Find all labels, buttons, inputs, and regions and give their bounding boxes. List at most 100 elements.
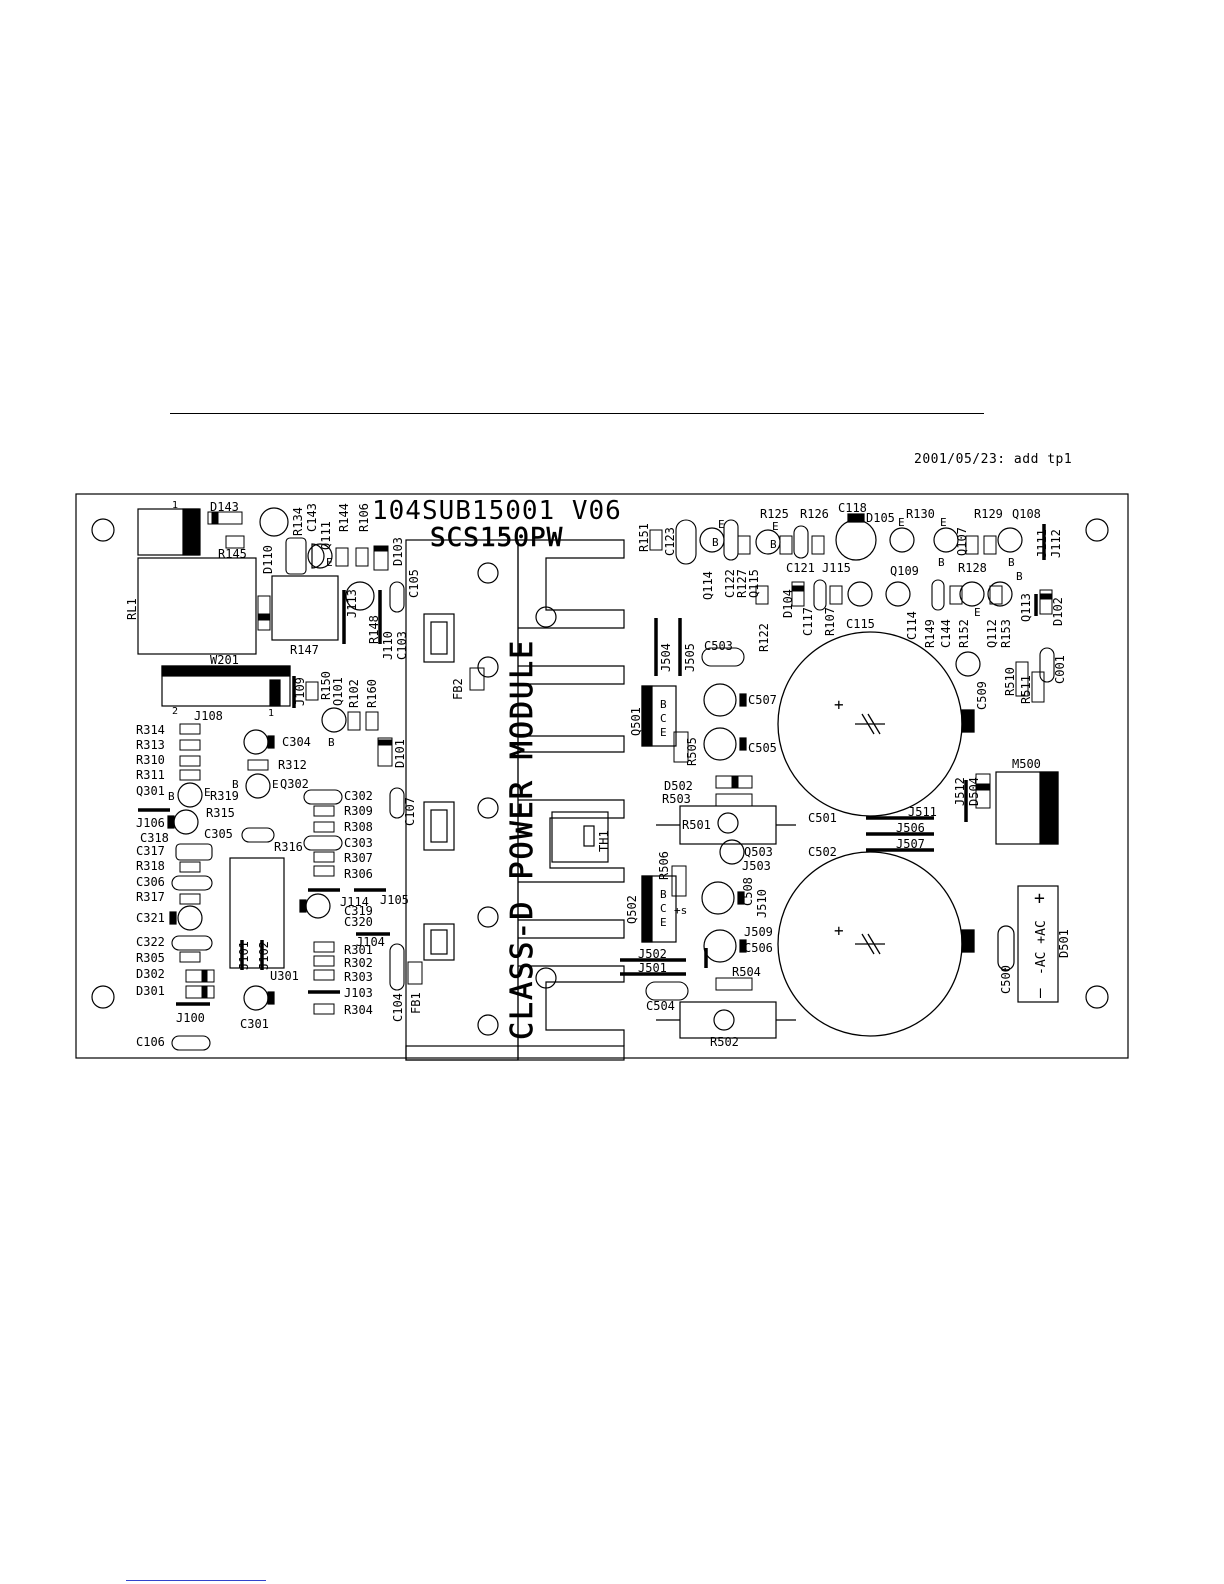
designator-c104: C104 [391, 993, 405, 1022]
svg-text:E: E [326, 556, 333, 569]
svg-text:B: B [938, 556, 945, 569]
designator-q301: Q301 [136, 784, 165, 798]
svg-text:E: E [898, 516, 905, 529]
svg-text:E: E [974, 606, 981, 619]
board-outline [75, 493, 1129, 1059]
svg-text:C: C [660, 902, 667, 915]
u301-ic [229, 857, 285, 969]
designator-r301: R301 [344, 943, 373, 957]
designator-c115: C115 [846, 617, 875, 631]
board-model: SCS150PW [430, 523, 563, 553]
designator-r510: R510 [1003, 667, 1017, 696]
designator-j113: J113 [345, 589, 359, 618]
power-module [405, 539, 625, 1061]
svg-text:B: B [328, 736, 335, 749]
designator-r504: R504 [732, 965, 761, 979]
designator-r308: R308 [344, 820, 373, 834]
designator-c117: C117 [801, 607, 815, 636]
designator-r303: R303 [344, 970, 373, 984]
designator-q502: Q502 [625, 895, 639, 924]
header-rule [170, 413, 984, 414]
svg-text:E: E [204, 786, 211, 799]
designator-r150: R150 [319, 671, 333, 700]
svg-text:+: + [834, 921, 844, 940]
board-part-number: 104SUB15001 V06 [372, 496, 622, 526]
designator-c304: C304 [282, 735, 311, 749]
designator-rl1: RL1 [125, 598, 139, 620]
designator-r122: R122 [757, 623, 771, 652]
designator-w201: W201 [210, 653, 239, 667]
designator-c001: C001 [1053, 655, 1067, 684]
designator-r312: R312 [278, 758, 307, 772]
designator-c504: C504 [646, 999, 675, 1013]
designator-j109: J109 [293, 677, 307, 706]
designator-c107: C107 [403, 797, 417, 826]
designator-j105: J105 [380, 893, 409, 907]
designator-r503: R503 [662, 792, 691, 806]
designator-r313: R313 [136, 738, 165, 752]
designator-r502: R502 [710, 1035, 739, 1049]
designator-r148: R148 [367, 615, 381, 644]
designator-q501: Q501 [629, 707, 643, 736]
designator-j510: J510 [755, 889, 769, 918]
designator-r127: R127 [735, 569, 749, 598]
designator-fb1: FB1 [409, 992, 423, 1014]
designator-c502: C502 [808, 845, 837, 859]
designator-j111: J111 [1035, 529, 1049, 558]
designator-r134: R134 [291, 507, 305, 536]
designator-c500: C500 [999, 965, 1013, 994]
designator-r145: R145 [218, 547, 247, 561]
designator-j507: J507 [896, 837, 925, 851]
designator-r160: R160 [365, 679, 379, 708]
designator-q112: Q112 [985, 619, 999, 648]
ac-input-label: -AC +AC [1034, 920, 1049, 975]
designator-j114: J114 [340, 895, 369, 909]
designator-j506: J506 [896, 821, 925, 835]
module-label: CLASS-D POWER MODULE [505, 639, 540, 1040]
svg-text:E: E [660, 916, 667, 929]
designator-j505: J505 [683, 643, 697, 672]
designator-q503: Q503 [744, 845, 773, 859]
designator-c122: C122 [723, 569, 737, 598]
designator-q101: Q101 [331, 677, 345, 706]
ac-minus: — [1030, 988, 1049, 998]
svg-text:B: B [232, 778, 239, 791]
designator-c103: C103 [395, 631, 409, 660]
bulk-capacitors [777, 631, 975, 1037]
revision-note: 2001/05/23: add tp1 [914, 452, 1073, 467]
designator-c118: C118 [838, 501, 867, 515]
svg-text:2: 2 [172, 706, 178, 717]
designator-d301: D301 [136, 984, 165, 998]
designator-q302: Q302 [280, 777, 309, 791]
designator-r307: R307 [344, 851, 373, 865]
designator-d302: D302 [136, 967, 165, 981]
designator-j511: J511 [908, 805, 937, 819]
designator-c143: C143 [305, 503, 319, 532]
designator-c301: C301 [240, 1017, 269, 1031]
svg-text:B: B [712, 536, 719, 549]
designator-fb2: FB2 [451, 678, 465, 700]
svg-text:E: E [272, 778, 279, 791]
designator-j110: J110 [381, 631, 395, 660]
designator-r302: R302 [344, 956, 373, 970]
designator-r315: R315 [206, 806, 235, 820]
designator-r311: R311 [136, 768, 165, 782]
designator-r153: R153 [999, 619, 1013, 648]
designator-c506: C506 [744, 941, 773, 955]
designator-r102: R102 [347, 679, 361, 708]
designator-r306: R306 [344, 867, 373, 881]
designator-c306: C306 [136, 875, 165, 889]
designator-j512: J512 [953, 777, 967, 806]
designator-j501: J501 [638, 961, 667, 975]
designator-r144: R144 [337, 503, 351, 532]
designator-u301: U301 [270, 969, 299, 983]
designator-r317: R317 [136, 890, 165, 904]
designator-c303: C303 [344, 836, 373, 850]
designator-th1: TH1 [597, 830, 611, 852]
designator-r318: R318 [136, 859, 165, 873]
designator-r129: R129 [974, 507, 1003, 521]
designator-r151: R151 [637, 523, 651, 552]
electrolytic-capacitors [167, 507, 981, 1011]
designator-r125: R125 [760, 507, 789, 521]
